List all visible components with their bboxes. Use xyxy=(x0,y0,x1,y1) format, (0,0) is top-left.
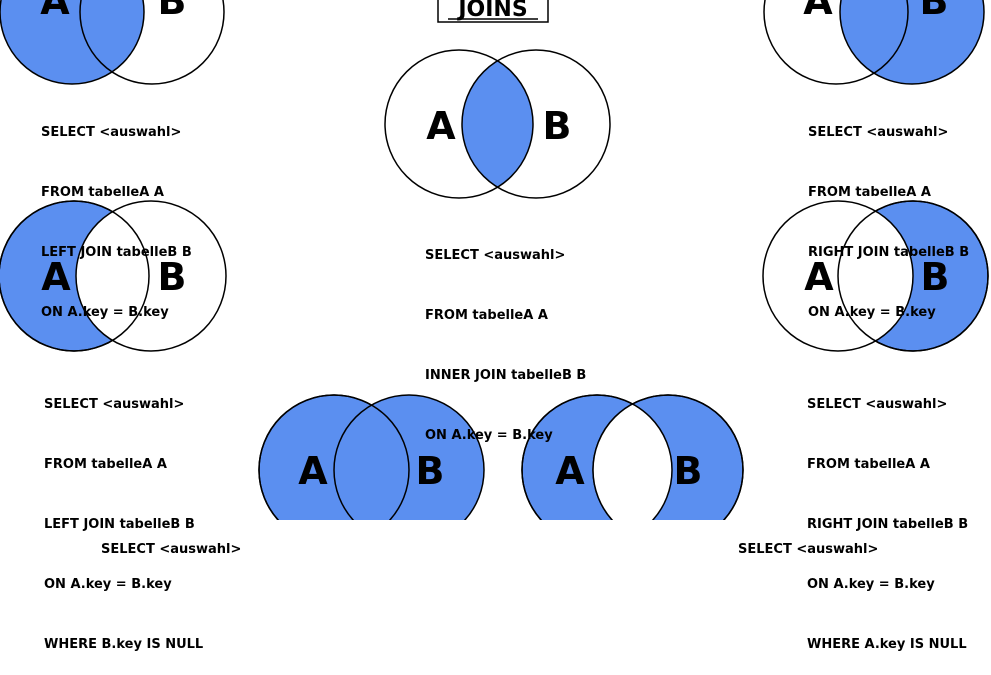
venn-full-excl: A B xyxy=(521,394,744,520)
circle-b-outline xyxy=(592,394,744,520)
sql-line: SELECT <auswahl> xyxy=(808,125,949,140)
title-frame xyxy=(437,0,549,23)
venn-left-join: A B xyxy=(0,0,225,85)
label-a: A xyxy=(804,255,834,299)
sql-line: WHERE B.key IS NULL xyxy=(44,637,204,652)
circle-a xyxy=(384,49,534,199)
label-b: B xyxy=(416,449,445,493)
venn-full-outer: A B xyxy=(258,394,485,520)
label-a: A xyxy=(41,255,71,299)
sql-line: SELECT <auswahl> xyxy=(101,542,242,557)
intersection-area xyxy=(593,395,672,520)
sql-line: FROM tabelleA A xyxy=(425,308,548,323)
sql-full-outer: SELECT <auswahl> xyxy=(101,500,241,580)
label-b: B xyxy=(920,0,949,23)
label-b: B xyxy=(543,104,572,148)
venn-inner-join: A B xyxy=(384,49,611,199)
circle-b-outline xyxy=(837,200,989,352)
sql-line: INNER JOIN tabelleB B xyxy=(425,368,587,383)
sql-line: FROM tabelleA A xyxy=(41,185,164,200)
sql-line: LEFT JOIN tabelleB B xyxy=(41,245,192,260)
sql-line: WHERE A.key IS NULL xyxy=(807,637,967,652)
label-a: A xyxy=(555,449,585,493)
sql-inner-join: SELECT <auswahl> FROM tabelleA A INNER J… xyxy=(425,206,586,466)
intersection-area xyxy=(462,50,533,198)
sql-line: ON A.key = B.key xyxy=(808,305,936,320)
circle-b xyxy=(461,49,611,199)
venn-right-excl: A B xyxy=(762,200,989,352)
sql-line: RIGHT JOIN tabelleB B xyxy=(808,245,970,260)
venn-left-excl: A B xyxy=(0,200,227,352)
label-a: A xyxy=(803,0,833,23)
circle-b xyxy=(839,0,985,85)
sql-full-excl: SELECT <auswahl> xyxy=(738,500,878,580)
circle-b xyxy=(79,0,225,85)
circle-a xyxy=(763,0,909,85)
page-title: JOINS xyxy=(456,0,527,22)
title-box: JOINS xyxy=(437,0,549,23)
circle-a-outline xyxy=(258,394,410,520)
sql-line: FROM tabelleA A xyxy=(44,457,167,472)
circle-b xyxy=(75,200,227,352)
circle-a-outline xyxy=(0,200,150,352)
sql-line: ON A.key = B.key xyxy=(41,305,169,320)
label-b: B xyxy=(158,0,187,23)
sql-line: FROM tabelleA A xyxy=(808,185,931,200)
label-b: B xyxy=(158,255,187,299)
sql-line: SELECT <auswahl> xyxy=(44,397,185,412)
circle-a-outline xyxy=(521,394,673,520)
label-b: B xyxy=(674,449,703,493)
sql-left-join: SELECT <auswahl> FROM tabelleA A LEFT JO… xyxy=(41,83,192,343)
sql-right-join: SELECT <auswahl> FROM tabelleA A RIGHT J… xyxy=(808,83,969,343)
venn-right-join: A B xyxy=(763,0,985,85)
circle-b xyxy=(333,394,485,520)
sql-line: FROM tabelleA A xyxy=(807,457,930,472)
sql-line: SELECT <auswahl> xyxy=(41,125,182,140)
sql-line: SELECT <auswahl> xyxy=(425,248,566,263)
label-a: A xyxy=(40,0,70,23)
joins-diagram: JOINS A B A B A B A B A B xyxy=(0,0,989,520)
sql-line: SELECT <auswahl> xyxy=(738,542,879,557)
label-a: A xyxy=(298,449,328,493)
label-a: A xyxy=(426,104,456,148)
label-b: B xyxy=(921,255,950,299)
sql-line: SELECT <auswahl> xyxy=(807,397,948,412)
circle-a xyxy=(0,0,145,85)
sql-line: ON A.key = B.key xyxy=(425,428,553,443)
